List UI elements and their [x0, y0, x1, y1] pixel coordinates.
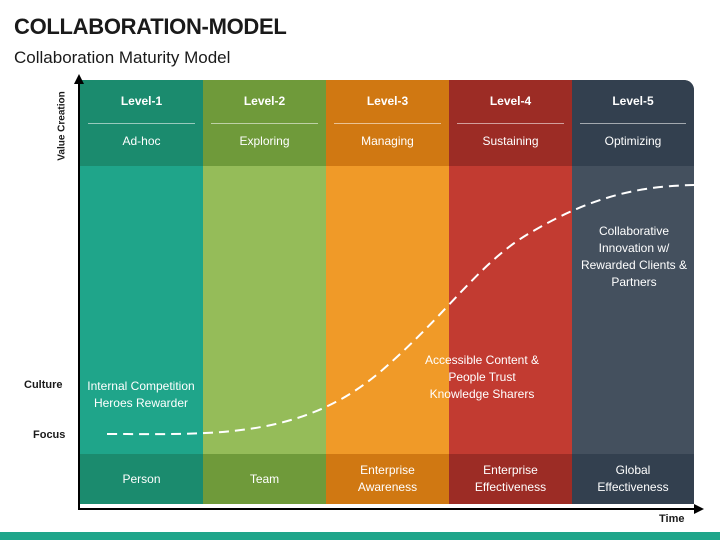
- level-1-focus-cell: Person: [80, 454, 203, 504]
- level-5-name: Optimizing: [604, 134, 662, 148]
- level-1-focus: Person: [122, 471, 161, 486]
- level-3-focus: Enterprise Awareness: [357, 463, 418, 494]
- header-divider: [334, 123, 441, 124]
- y-axis-line: [78, 82, 80, 510]
- level-5-column: Level-5 Optimizing Global Effectiveness: [572, 80, 694, 504]
- culture-internal: Internal Competition Heroes Rewarder: [87, 379, 195, 410]
- page-subtitle: Collaboration Maturity Model: [14, 48, 231, 67]
- header-divider: [580, 123, 686, 124]
- level-4-name: Sustaining: [482, 134, 539, 148]
- level-2-label: Level-2: [243, 94, 286, 108]
- value-creation-curve: [106, 184, 695, 436]
- level-5-header: Level-5 Optimizing: [572, 80, 694, 166]
- level-4-column: Level-4 Sustaining Enterprise Effectiven…: [449, 80, 572, 504]
- culture-collaborative: Collaborative Innovation w/ Rewarded Cli…: [580, 224, 688, 289]
- level-3-focus-cell: Enterprise Awareness: [326, 454, 449, 504]
- level-4-header: Level-4 Sustaining: [449, 80, 572, 166]
- level-5-label: Level-5: [612, 94, 654, 108]
- level-3-name: Managing: [361, 134, 414, 148]
- level-1-name: Ad-hoc: [122, 134, 161, 148]
- culture-row-label: Culture: [24, 379, 63, 391]
- level-4-focus: Enterprise Effectiveness: [474, 463, 547, 494]
- level-2-column: Level-2 Exploring Team: [203, 80, 326, 504]
- level-3-label: Level-3: [366, 94, 409, 108]
- page-title: COLLABORATION-MODEL: [14, 14, 287, 39]
- maturity-model-chart: Level-1 Ad-hoc Person Level-2 Exploring …: [80, 80, 694, 504]
- x-axis-line: [78, 508, 696, 510]
- level-4-label: Level-4: [489, 94, 532, 108]
- level-5-focus-cell: Global Effectiveness: [572, 454, 694, 504]
- x-axis-label: Time: [659, 513, 685, 525]
- level-4-focus-cell: Enterprise Effectiveness: [449, 454, 572, 504]
- x-axis-arrow: [694, 504, 704, 514]
- y-axis-arrow: [74, 74, 84, 84]
- level-2-focus: Team: [249, 471, 280, 486]
- header-divider: [88, 123, 195, 124]
- level-5-focus: Global Effectiveness: [597, 463, 669, 494]
- header-divider: [457, 123, 564, 124]
- level-2-focus-cell: Team: [203, 454, 326, 504]
- header-divider: [211, 123, 318, 124]
- level-3-column: Level-3 Managing Enterprise Awareness: [326, 80, 449, 504]
- level-3-header: Level-3 Managing: [326, 80, 449, 166]
- level-2-name: Exploring: [239, 134, 290, 148]
- level-1-label: Level-1: [120, 94, 163, 108]
- focus-row-label: Focus: [33, 429, 66, 441]
- footer-accent-bar: [0, 532, 720, 540]
- level-2-header: Level-2 Exploring: [203, 80, 326, 166]
- culture-accessible: Accessible Content & People Trust Knowle…: [424, 353, 540, 401]
- level-1-header: Level-1 Ad-hoc: [80, 80, 203, 166]
